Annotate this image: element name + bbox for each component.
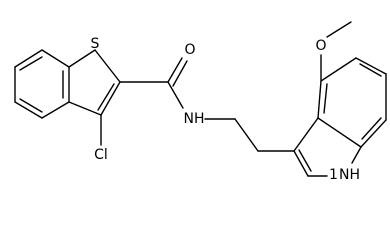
carbonyl-oxygen-label: O <box>184 42 195 58</box>
thiophene-ring <box>68 49 121 116</box>
indole-nh-label: 1 NH <box>329 167 360 183</box>
structure-canvas: S O Cl NH O 1 NH <box>14 21 387 183</box>
carbonyl-double-bond <box>167 57 188 87</box>
ethyl-linker <box>204 118 295 152</box>
indole-nh-text: NH <box>339 167 360 183</box>
indole-h-index: 1 <box>329 167 338 183</box>
indole-benzene-ring <box>317 57 387 148</box>
methoxy-group <box>320 21 352 82</box>
benzothiophene-benzene-ring <box>14 49 70 119</box>
chlorine-label: Cl <box>94 147 108 163</box>
molecule-drawing: S O Cl NH O 1 NH <box>14 21 387 183</box>
indole-pyrrole-ring <box>293 117 362 177</box>
methoxy-oxygen-label: O <box>315 38 326 54</box>
sulfur-label: S <box>91 36 100 52</box>
amide-nh-label: NH <box>184 111 205 127</box>
amide-cn-bond <box>167 81 184 109</box>
